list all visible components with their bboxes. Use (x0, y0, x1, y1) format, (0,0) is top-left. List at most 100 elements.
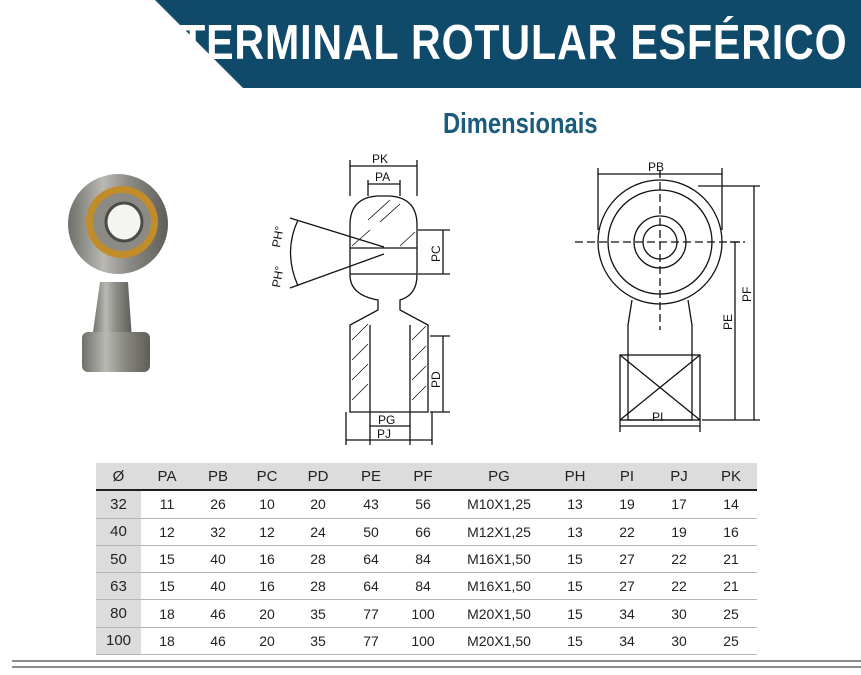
table-cell: 32 (193, 518, 243, 546)
table-cell: 16 (243, 545, 291, 574)
table-cell: 11 (141, 490, 193, 519)
col-header: PC (243, 463, 291, 492)
table-cell: 64 (345, 545, 397, 574)
table-cell: 34 (601, 599, 653, 628)
dim-label-pk: PK (372, 152, 388, 166)
footer-divider (12, 660, 861, 662)
table-cell: 20 (291, 490, 345, 519)
table-cell: 35 (291, 627, 345, 656)
side-view (289, 160, 450, 445)
table-cell: 21 (705, 545, 757, 574)
table-row: 100 18 46 20 35 77 100 M20X1,50 15 34 30… (96, 627, 757, 656)
table-cell: 19 (653, 518, 705, 546)
table-cell: 19 (601, 490, 653, 519)
table-row: 80 18 46 20 35 77 100 M20X1,50 15 34 30 … (96, 599, 757, 628)
table-cell: M20X1,50 (449, 599, 549, 628)
table-row: 63 15 40 16 28 64 84 M16X1,50 15 27 22 2… (96, 572, 757, 601)
table-cell: 84 (397, 572, 449, 601)
col-header: PD (291, 463, 345, 492)
table-cell: M16X1,50 (449, 572, 549, 601)
col-header: PA (141, 463, 193, 492)
table-cell: 13 (549, 490, 601, 519)
dim-label-ph-bottom: PH° (269, 265, 287, 289)
dimensions-table: Ø PA PB PC PD PE PF PG PH PI PJ PK 32 11… (96, 463, 757, 656)
table-cell: 46 (193, 627, 243, 656)
table-cell: 100 (397, 599, 449, 628)
table-cell: 15 (141, 545, 193, 574)
table-cell: 77 (345, 627, 397, 656)
table-cell: 43 (345, 490, 397, 519)
table-cell: 40 (193, 545, 243, 574)
col-header: PI (601, 463, 653, 492)
table-cell: 15 (549, 627, 601, 656)
table-row: 40 12 32 12 24 50 66 M12X1,25 13 22 19 1… (96, 518, 757, 546)
table-cell: M10X1,25 (449, 490, 549, 519)
dim-label-pi: PI (652, 410, 663, 424)
col-header: PE (345, 463, 397, 492)
table-cell: 28 (291, 572, 345, 601)
table-cell: 28 (291, 545, 345, 574)
col-header: PG (449, 463, 549, 492)
table-cell: 66 (397, 518, 449, 546)
table-cell: 26 (193, 490, 243, 519)
table-cell: 21 (705, 572, 757, 601)
table-cell: 34 (601, 627, 653, 656)
dim-label-pg: PG (378, 413, 395, 427)
footer-divider (12, 666, 861, 668)
col-header: PK (705, 463, 757, 492)
dim-label-ph-top: PH° (269, 225, 287, 249)
table-cell: 40 (193, 572, 243, 601)
table-cell: 46 (193, 599, 243, 628)
dimension-drawing: PK PA PC PD PG PJ PH° PH° PB PE PF PI (269, 152, 760, 445)
table-cell: 35 (291, 599, 345, 628)
table-cell: 12 (141, 518, 193, 546)
table-cell: 63 (96, 572, 141, 601)
table-cell: 40 (96, 518, 141, 546)
dim-label-pb: PB (648, 160, 664, 174)
table-cell: 15 (549, 572, 601, 601)
table-cell: 25 (705, 627, 757, 656)
table-cell: 20 (243, 627, 291, 656)
table-cell: 15 (549, 545, 601, 574)
table-cell: 24 (291, 518, 345, 546)
dim-label-pf: PF (740, 287, 754, 302)
table-cell: 100 (96, 627, 141, 656)
front-view (575, 168, 760, 432)
table-cell: 77 (345, 599, 397, 628)
page-title: TERMINAL ROTULAR ESFÉRICO (179, 16, 847, 70)
dim-label-pc: PC (429, 245, 443, 262)
table-cell: 25 (705, 599, 757, 628)
table-cell: 22 (653, 545, 705, 574)
section-subtitle: Dimensionais (443, 108, 598, 140)
table-cell: 50 (96, 545, 141, 574)
col-header: PF (397, 463, 449, 492)
table-cell: 16 (705, 518, 757, 546)
table-cell: 20 (243, 599, 291, 628)
table-cell: 17 (653, 490, 705, 519)
dim-label-pd: PD (429, 371, 443, 388)
table-cell: 15 (141, 572, 193, 601)
table-header-row: Ø PA PB PC PD PE PF PG PH PI PJ PK (96, 463, 757, 492)
table-row: 32 11 26 10 20 43 56 M10X1,25 13 19 17 1… (96, 490, 757, 519)
table-cell: 27 (601, 572, 653, 601)
table-cell: 16 (243, 572, 291, 601)
table-cell: 10 (243, 490, 291, 519)
table-cell: M20X1,50 (449, 627, 549, 656)
dim-label-pj: PJ (377, 427, 391, 441)
col-header: PJ (653, 463, 705, 492)
table-cell: 64 (345, 572, 397, 601)
col-header: Ø (96, 463, 141, 492)
table-cell: 30 (653, 599, 705, 628)
dim-label-pa: PA (375, 170, 390, 184)
table-cell: 100 (397, 627, 449, 656)
table-cell: 84 (397, 545, 449, 574)
table-cell: 18 (141, 627, 193, 656)
table-cell: 15 (549, 599, 601, 628)
table-cell: 32 (96, 490, 141, 519)
col-header: PB (193, 463, 243, 492)
table-cell: 22 (653, 572, 705, 601)
table-row: 50 15 40 16 28 64 84 M16X1,50 15 27 22 2… (96, 545, 757, 574)
table-cell: 14 (705, 490, 757, 519)
col-header: PH (549, 463, 601, 492)
side-view-hatching (351, 199, 427, 401)
